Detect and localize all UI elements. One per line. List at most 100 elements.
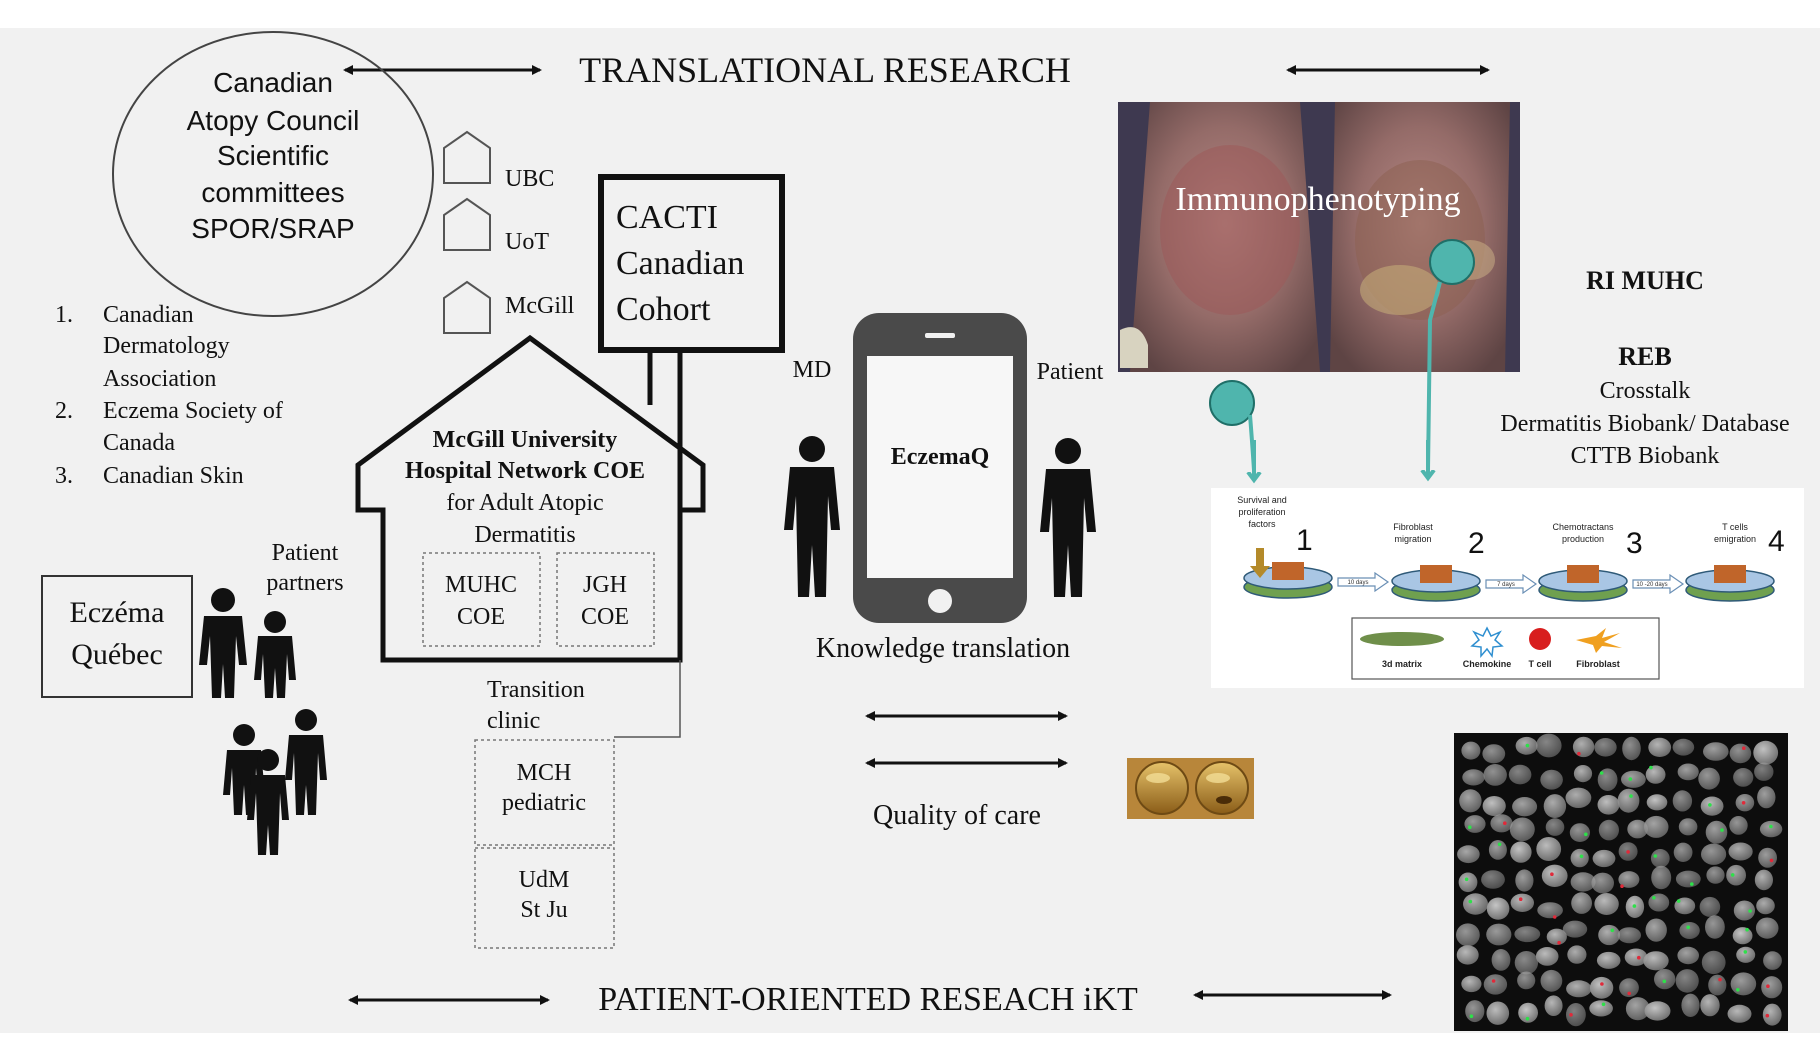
coe-box-label: MUHC	[445, 572, 517, 598]
cell-nucleus	[1562, 920, 1588, 938]
cell-nucleus	[1463, 893, 1488, 915]
house-icon	[443, 197, 491, 251]
person-icon	[199, 588, 247, 698]
transition-connector	[614, 660, 681, 738]
fluorescent-dot	[1708, 803, 1712, 807]
cell-nucleus	[1482, 744, 1506, 764]
fluorescent-dot	[1632, 904, 1637, 908]
cell-nucleus	[1569, 823, 1590, 842]
cell-nucleus	[1754, 869, 1773, 891]
cell-nucleus	[1753, 740, 1779, 765]
coe-box-label: COE	[581, 604, 629, 630]
knowledge-translation-label: Knowledge translation	[816, 633, 1070, 664]
cell-nucleus	[1456, 923, 1480, 947]
cell-nucleus	[1570, 872, 1596, 892]
cell-nucleus	[1456, 945, 1479, 965]
cell-nucleus	[1619, 978, 1639, 998]
fluorescent-dot	[1584, 832, 1588, 837]
fluorescent-dot	[1765, 1013, 1770, 1018]
assay-durations: 10 days 7 days 10 -20 days	[1347, 580, 1667, 588]
assay-step-number: 4	[1768, 525, 1785, 558]
cell-nucleus	[1763, 951, 1782, 970]
council-line: Scientific	[217, 140, 329, 171]
assay-step-numbers: 1 2 3 4	[1296, 524, 1785, 560]
cell-nucleus	[1733, 900, 1755, 921]
cell-nucleus	[1535, 947, 1559, 966]
person-icon	[254, 611, 296, 698]
cell-nucleus	[1510, 893, 1535, 912]
fluorescent-dot	[1552, 915, 1557, 919]
cell-nucleus	[1727, 1004, 1752, 1023]
cell-nucleus	[1651, 865, 1672, 890]
assay-legend-labels: 3d matrix Chemokine T cell Fibroblast	[1382, 659, 1620, 669]
mch-box	[474, 739, 615, 846]
chemokine-legend-icon	[1470, 626, 1504, 659]
cacti-text: CACTI Canadian Cohort	[616, 199, 744, 328]
cell-nucleus	[1537, 902, 1563, 919]
petri-dish	[1685, 565, 1775, 602]
cell-nucleus	[1536, 837, 1562, 861]
fluorescent-dot	[1742, 746, 1746, 750]
assay-duration: 7 days	[1497, 582, 1515, 588]
cell-nucleus	[1540, 969, 1563, 992]
cell-nucleus	[1597, 795, 1620, 815]
list-item: Dermatology	[103, 333, 230, 359]
assay-caption: migration	[1394, 534, 1431, 544]
patient-partners-line: Patient	[272, 540, 339, 566]
fluorescent-dot	[1741, 801, 1746, 805]
coe-house-text: McGill University Hospital Network COE f…	[405, 427, 645, 548]
coe-subtitle: Dermatitis	[474, 522, 575, 548]
eczema-quebec-line: Québec	[71, 638, 163, 671]
person-icon	[285, 709, 327, 815]
coe-title: Hospital Network COE	[405, 458, 645, 484]
fluorescent-dot	[1690, 882, 1694, 886]
cell-nucleus	[1617, 927, 1642, 944]
md-person	[784, 436, 840, 597]
quality-of-care-label: Quality of care	[873, 800, 1041, 831]
list-number: 2.	[55, 398, 73, 424]
cell-nucleus	[1729, 816, 1748, 835]
fluorescent-dot	[1769, 824, 1773, 829]
cell-nucleus	[1514, 951, 1539, 975]
list-item: Canadian	[103, 302, 194, 328]
cell-nucleus	[1567, 945, 1587, 964]
list-item: Eczema Society of	[103, 398, 283, 424]
fluorescent-dot	[1620, 884, 1624, 888]
cell-nucleus	[1627, 819, 1648, 839]
patient-partners-line: partners	[266, 570, 343, 596]
fluorescent-dot	[1525, 1016, 1530, 1021]
fluorescent-dot	[1557, 940, 1561, 945]
cell-nucleus	[1701, 843, 1727, 865]
fluorescent-dot	[1748, 909, 1752, 913]
cell-nucleus	[1681, 993, 1700, 1017]
coe-box-labels: MUHC COE JGH COE	[445, 572, 629, 630]
cell-nucleus	[1673, 842, 1693, 862]
cell-nucleus	[1698, 767, 1720, 790]
cell-nucleus	[1733, 768, 1754, 787]
phone-speaker	[925, 333, 955, 338]
cell-nucleus	[1732, 927, 1753, 945]
cell-nucleus	[1565, 787, 1592, 808]
cell-nucleus	[1646, 794, 1668, 811]
transition-text: Transition	[487, 677, 585, 703]
cell-nucleus	[1726, 864, 1746, 886]
teal-pin-right	[1428, 239, 1475, 478]
fluorescent-dot	[1518, 897, 1523, 901]
council-line: committees	[201, 177, 344, 208]
cell-nucleus	[1618, 871, 1640, 888]
cell-nucleus	[1672, 738, 1695, 756]
fluorescent-dot	[1736, 988, 1740, 992]
coe-title: McGill University	[433, 427, 618, 453]
fluorescent-dot	[1627, 991, 1631, 996]
fluorescent-dot	[1469, 1014, 1474, 1018]
transition-step-label: UdM	[519, 867, 570, 893]
cell-nucleus	[1509, 817, 1535, 842]
cell-nucleus	[1486, 897, 1510, 920]
cell-nucleus	[1700, 994, 1720, 1017]
cacti-line: CACTI	[616, 199, 718, 236]
list-number: 1.	[55, 302, 73, 328]
petri-dish	[1538, 565, 1628, 602]
assay-caption: Chemotractans	[1552, 522, 1614, 532]
matrix-legend-icon	[1360, 632, 1444, 646]
cell-nucleus	[1675, 870, 1701, 888]
